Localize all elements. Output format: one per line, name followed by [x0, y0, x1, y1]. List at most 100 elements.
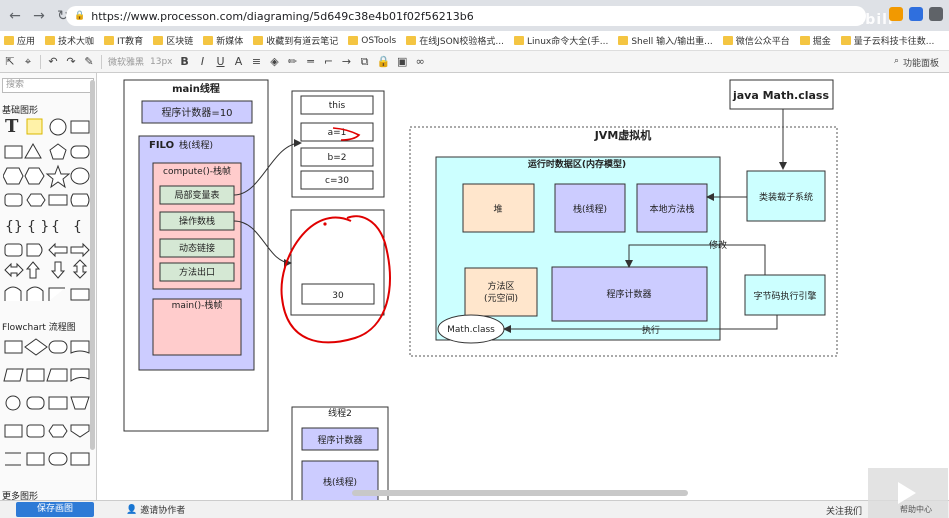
svg-text:Math.class: Math.class — [447, 325, 495, 335]
operand-stack-box[interactable]: 操作数栈 — [159, 211, 235, 231]
fill-icon[interactable]: ◈ — [270, 55, 279, 68]
jvm-stack-box[interactable]: 栈(线程) — [554, 183, 626, 233]
lock-icon[interactable]: 🔒 — [376, 55, 391, 68]
locals-connector — [233, 139, 302, 196]
method-area-box[interactable]: 方法区 (元空间) — [464, 267, 538, 317]
lock-icon: 🔒 — [74, 11, 86, 21]
reload-icon[interactable]: ↻ — [57, 7, 69, 24]
filo-label: FILO — [149, 140, 174, 151]
font-size-select[interactable]: 13px — [150, 56, 173, 67]
extension-icon[interactable] — [889, 7, 903, 21]
save-button[interactable]: 保存画图 — [16, 502, 94, 517]
bookmark-item[interactable]: 新媒体 — [203, 34, 243, 47]
group-icon[interactable]: ▣ — [397, 55, 408, 68]
bookmark-item[interactable]: 技术大咖 — [45, 34, 94, 47]
underline-icon[interactable]: U — [216, 55, 225, 68]
folder-icon — [203, 36, 214, 45]
return-address-box[interactable]: 方法出口 — [159, 262, 235, 282]
redo-icon[interactable]: ↷ — [66, 55, 76, 68]
diagram-svg: main线程 程序计数器=10 FILO 栈(线程) compute()-栈帧 … — [123, 79, 838, 500]
line-end-icon[interactable]: → — [341, 55, 352, 68]
left-panel-scrollbar[interactable] — [90, 80, 95, 450]
basic-shapes-grid[interactable]: T {} { } { { — [3, 116, 93, 316]
main-frame-box[interactable]: main()-栈帧 — [152, 298, 242, 356]
brush-icon[interactable]: ✎ — [84, 55, 94, 68]
bookmark-item[interactable]: IT教育 — [104, 34, 143, 47]
follow-us-link[interactable]: 关注我们 — [826, 507, 863, 517]
fullscreen-button[interactable]: ⌕ 功能面板 — [893, 56, 939, 69]
link-icon[interactable]: ∞ — [415, 55, 425, 68]
folder-icon — [253, 36, 264, 45]
font-color-icon[interactable]: A — [234, 55, 243, 68]
svg-text:操作数栈: 操作数栈 — [179, 215, 215, 227]
native-stack-box[interactable]: 本地方法栈 — [636, 183, 708, 233]
locals-table-box[interactable]: 局部变量表 — [159, 185, 235, 205]
diagram-canvas[interactable]: main线程 程序计数器=10 FILO 栈(线程) compute()-栈帧 … — [97, 73, 949, 500]
section-basic-shapes[interactable]: 基础图形 — [2, 106, 39, 116]
jvm-pc-box[interactable]: 程序计数器 — [551, 266, 708, 322]
main-pc-box[interactable]: 程序计数器=10 — [141, 100, 253, 124]
line-color-icon[interactable]: ✏ — [287, 55, 298, 68]
svg-text:{: { — [51, 219, 60, 235]
help-center-link[interactable]: 帮助中心 — [900, 505, 932, 514]
line-style-icon[interactable]: ═ — [307, 55, 314, 68]
arrange-icon[interactable]: ⧉ — [360, 54, 369, 68]
shape-search-input[interactable]: 搜索 — [2, 78, 94, 93]
jvm-container[interactable]: JVM虚拟机 — [409, 126, 838, 357]
bookmark-item[interactable]: 在线JSON校验格式... — [406, 34, 504, 47]
folder-icon — [799, 36, 810, 45]
italic-icon[interactable]: I — [200, 55, 205, 68]
undo-icon[interactable]: ↶ — [48, 55, 58, 68]
bookmarks-bar: 应用技术大咖 IT教育区块链新媒体收藏到有道云笔记 OSTools 在线JSON校验格… — [0, 31, 949, 51]
stack-label: 栈(线程) — [179, 139, 213, 151]
canvas-horizontal-scrollbar[interactable] — [352, 490, 688, 496]
folder-icon — [348, 36, 359, 45]
menu-icon[interactable] — [929, 7, 943, 21]
thread2-stack: 栈(线程) — [323, 476, 357, 488]
flowchart-shapes-grid[interactable] — [3, 335, 93, 485]
bookmark-item[interactable]: OSTools — [348, 36, 396, 46]
pointer-icon[interactable]: ⌖ — [24, 54, 32, 68]
align-icon[interactable]: ≡ — [251, 55, 262, 68]
bookmark-item[interactable]: Shell 输入/输出重... — [618, 34, 713, 47]
thread2-container[interactable]: 线程2 程序计数器 栈(线程) — [291, 406, 389, 500]
bold-icon[interactable]: B — [180, 55, 189, 68]
bottom-bar: 保存画图 👤 邀请协作者 关注我们 — [0, 500, 949, 518]
bookmark-item[interactable]: 应用 — [4, 34, 35, 47]
section-flowchart[interactable]: Flowchart 流程图 — [2, 323, 76, 333]
forward-arrow-icon[interactable]: → — [33, 7, 45, 24]
back-arrow-icon[interactable]: ← — [9, 7, 21, 24]
operand-detail-box[interactable]: 30 — [290, 209, 385, 316]
heap-box[interactable]: 堆 — [462, 183, 535, 233]
extension-icon[interactable] — [909, 7, 923, 21]
modify-label: 修改 — [709, 239, 727, 251]
operand-value: 30 — [332, 291, 344, 301]
svg-text:局部变量表: 局部变量表 — [174, 189, 219, 201]
svg-text:堆: 堆 — [493, 204, 502, 215]
font-family-select[interactable]: 微软雅黑 — [108, 58, 145, 68]
bookmark-item[interactable]: 量子云科技卡往数... — [840, 34, 934, 47]
bookmark-item[interactable]: 微信公众平台 — [722, 34, 790, 47]
math-class-ellipse[interactable]: Math.class — [437, 314, 505, 344]
bookmark-item[interactable]: 区块链 — [153, 34, 193, 47]
bookmark-item[interactable]: 收藏到有道云笔记 — [253, 34, 338, 47]
local-c: c=30 — [325, 176, 349, 186]
locals-detail-box[interactable]: this a=1 b=2 c=30 — [291, 90, 385, 198]
invite-collaborator-button[interactable]: 👤 邀请协作者 — [126, 504, 186, 517]
classloader-box[interactable]: 类装载子系统 — [746, 170, 826, 222]
svg-text:本地方法栈: 本地方法栈 — [649, 203, 694, 215]
folder-icon — [45, 36, 56, 45]
format-painter-icon[interactable]: ⇱ — [5, 55, 15, 68]
section-more[interactable]: 更多图形 — [2, 492, 39, 500]
execute-arrow — [503, 315, 778, 333]
bookmark-item[interactable]: Linux命令大全(手... — [513, 34, 608, 47]
java-class-box[interactable]: java Math.class — [729, 79, 834, 110]
svg-text:{}: {} — [5, 219, 23, 235]
folder-icon — [406, 36, 417, 45]
play-icon[interactable] — [898, 482, 916, 504]
execution-engine-box[interactable]: 字节码执行引擎 — [744, 274, 826, 316]
bookmark-item[interactable]: 掘金 — [799, 34, 831, 47]
address-bar[interactable]: 🔒 https://www.processon.com/diagraming/5… — [66, 6, 866, 26]
dynamic-link-box[interactable]: 动态链接 — [159, 238, 235, 258]
connector-icon[interactable]: ⌐ — [323, 55, 334, 68]
